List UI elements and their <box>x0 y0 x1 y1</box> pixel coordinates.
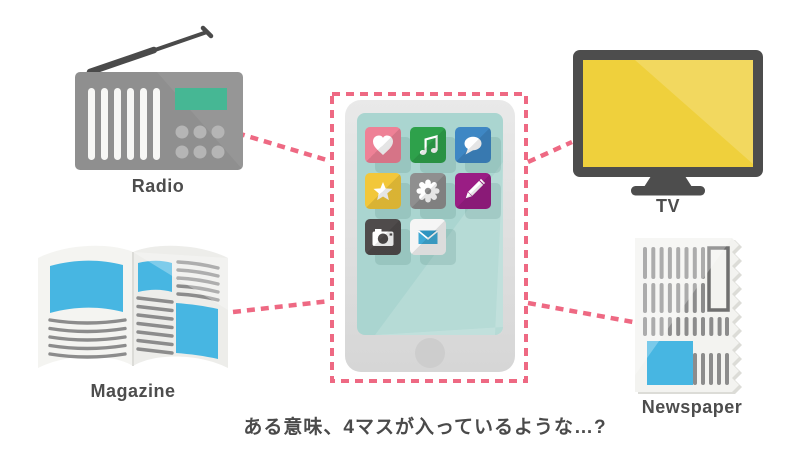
magazine-right-text-lines <box>136 260 220 355</box>
app-tile-camera[interactable] <box>365 219 401 255</box>
tv-screen-shine <box>635 60 753 164</box>
app-tile-music[interactable] <box>410 127 446 163</box>
tv-stand-neck <box>644 173 692 187</box>
newspaper-shine <box>635 238 732 375</box>
radio-display <box>175 88 227 110</box>
selection-dashed-frame <box>330 92 528 383</box>
app-tile-settings[interactable] <box>410 173 446 209</box>
newspaper-photo <box>647 341 693 385</box>
newspaper-label: Newspaper <box>641 397 743 417</box>
caption-text: ある意味、4マスが入っているような…? <box>243 417 607 438</box>
smartphone-graphic <box>345 100 515 372</box>
radio-antenna <box>86 25 214 76</box>
home-button[interactable] <box>415 338 445 368</box>
magazine-right-photo-small <box>138 260 172 292</box>
magazine-left-photo <box>50 260 123 313</box>
magazine-label: Magazine <box>90 381 176 401</box>
newspaper-text-columns <box>643 247 729 385</box>
radio-label: Radio <box>131 176 185 196</box>
newspaper-headline-box <box>707 246 730 312</box>
connector-radio <box>236 130 331 164</box>
tv-label: TV <box>655 196 680 216</box>
tv-screen <box>583 60 753 167</box>
connector-magazine <box>232 298 331 315</box>
radio-buttons <box>175 125 225 159</box>
device-newspaper-graphic <box>635 238 742 394</box>
magazine-left-text-lines <box>48 318 127 359</box>
device-tv-graphic <box>573 50 763 196</box>
device-magazine-graphic <box>38 245 228 368</box>
magazine-right-photo-large <box>176 303 218 359</box>
app-tile-favorites[interactable] <box>365 173 401 209</box>
radio-speaker-grill <box>88 88 160 160</box>
tv-stand-base <box>631 186 705 196</box>
app-tile-mail[interactable] <box>410 219 446 255</box>
connector-newspaper <box>527 300 634 325</box>
app-tile-notes[interactable] <box>455 173 491 209</box>
magazine-shine <box>133 252 228 310</box>
app-tile-likes[interactable] <box>365 127 401 163</box>
app-tile-chat[interactable] <box>455 127 491 163</box>
device-radio-graphic <box>75 25 243 170</box>
